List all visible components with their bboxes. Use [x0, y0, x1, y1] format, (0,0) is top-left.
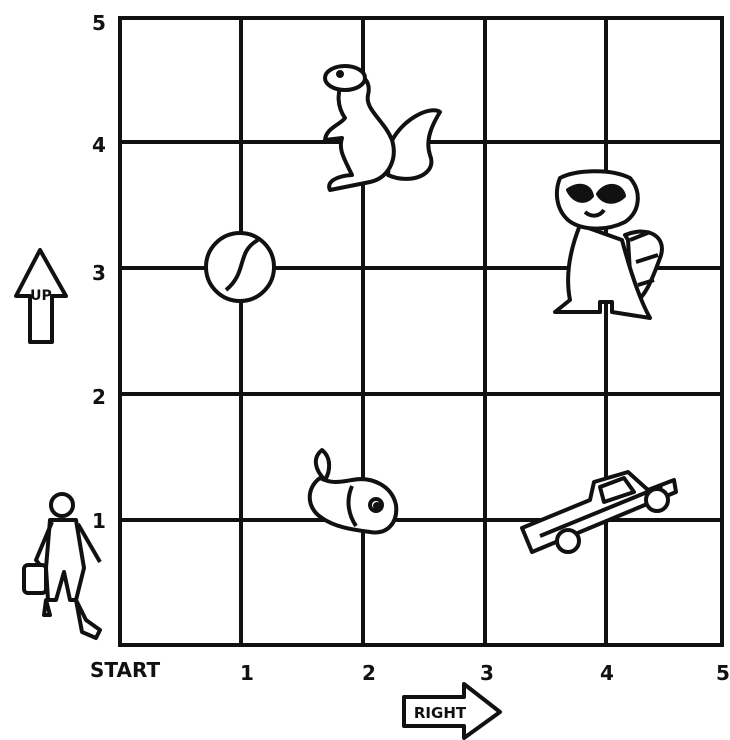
x-tick-2: 2 [362, 661, 376, 685]
up-arrow: UP [16, 250, 66, 342]
x-tick-3: 3 [480, 661, 494, 685]
y-tick-3: 3 [92, 261, 106, 285]
up-arrow-label: UP [30, 288, 52, 304]
baseball-icon [206, 233, 274, 301]
right-arrow: RIGHT [404, 684, 500, 738]
x-tick-5: 5 [716, 661, 730, 685]
raccoon-icon [555, 171, 662, 318]
y-tick-2: 2 [92, 385, 106, 409]
start-label: START [90, 658, 160, 682]
x-tick-4: 4 [600, 661, 614, 685]
fish-icon [310, 450, 397, 532]
right-arrow-label: RIGHT [414, 704, 467, 722]
y-tick-1: 1 [92, 509, 106, 533]
y-tick-5: 5 [92, 11, 106, 35]
squirrel-icon [325, 66, 440, 190]
man-icon [24, 494, 100, 638]
x-tick-1: 1 [240, 661, 254, 685]
y-tick-4: 4 [92, 133, 106, 157]
truck-icon [522, 472, 676, 552]
